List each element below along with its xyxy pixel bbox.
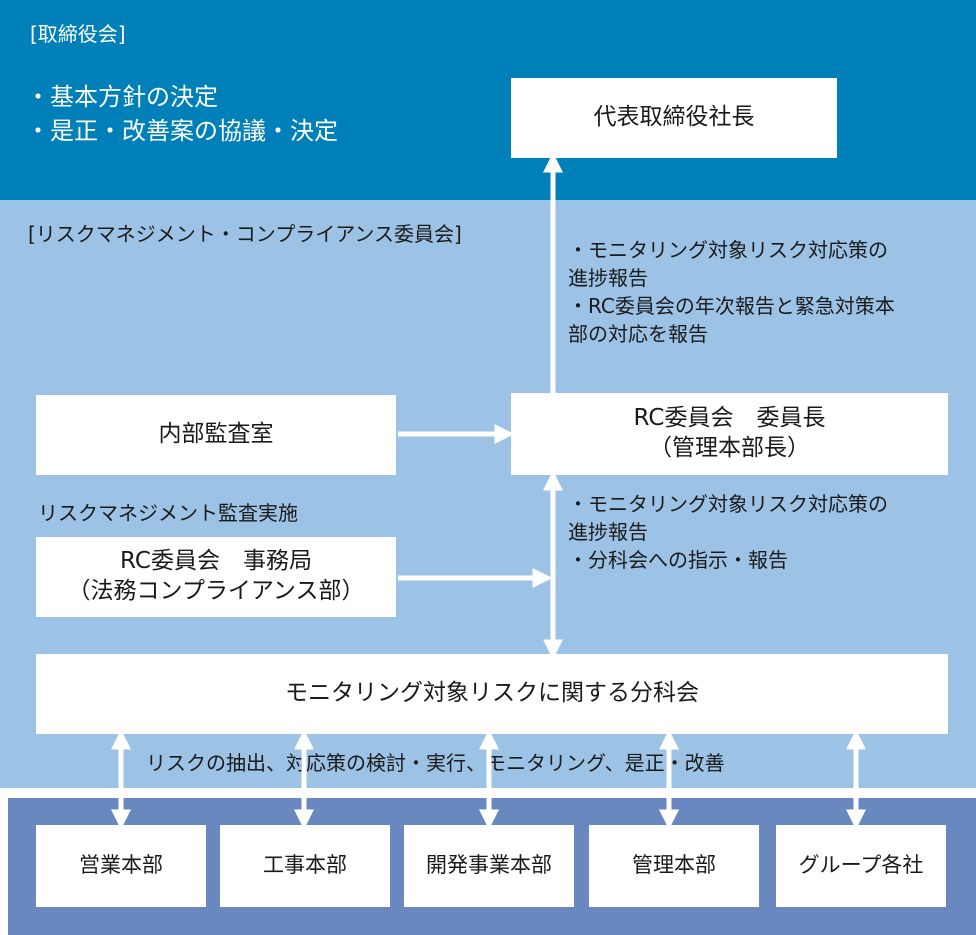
rc-secretariat-box: RC委員会 事務局 （法務コンプライアンス部） [36, 537, 396, 617]
division-construction: 工事本部 [220, 825, 390, 907]
subcommittee-box: モニタリング対象リスクに関する分科会 [36, 654, 948, 734]
ceo-box: 代表取締役社長 [511, 78, 837, 158]
rc-chair-subtitle: （管理本部長） [649, 435, 810, 461]
board-bullet: ・是正・改善案の協議・決定 [26, 117, 338, 145]
division-development: 開発事業本部 [404, 825, 574, 907]
rc-secretariat-subtitle: （法務コンプライアンス部） [67, 578, 365, 604]
internal-audit-box: 内部監査室 [36, 395, 396, 475]
report-line: 進捗報告 [568, 266, 648, 290]
board-bullets: ・基本方針の決定 ・是正・改善案の協議・決定 [26, 80, 338, 148]
rc-committee-title: [リスクマネジメント・コンプライアンス委員会] [28, 222, 462, 246]
rc-chair-box: RC委員会 委員長 （管理本部長） [511, 393, 948, 475]
report-line: ・分科会への指示・報告 [568, 548, 788, 572]
report-line: ・RC委員会の年次報告と緊急対策本 [568, 294, 895, 318]
report-line: ・モニタリング対象リスク対応策の [568, 238, 888, 262]
lower-report-text: ・モニタリング対象リスク対応策の 進捗報告 ・分科会への指示・報告 [568, 490, 888, 574]
activity-label: リスクの抽出、対応策の検討・実行、モニタリング、是正・改善 [146, 751, 725, 775]
report-line: 部の対応を報告 [568, 322, 708, 346]
rc-chair-title: RC委員会 委員長 [633, 405, 826, 432]
report-line: 進捗報告 [568, 520, 648, 544]
board-title: [取締役会] [30, 22, 126, 46]
upper-report-text: ・モニタリング対象リスク対応策の 進捗報告 ・RC委員会の年次報告と緊急対策本 … [568, 236, 895, 348]
division-group: グループ各社 [776, 825, 946, 907]
board-bullet: ・基本方針の決定 [26, 83, 218, 111]
division-management: 管理本部 [589, 825, 759, 907]
audit-label: リスクマネジメント監査実施 [38, 501, 298, 525]
division-sales: 営業本部 [36, 825, 206, 907]
rc-secretariat-title: RC委員会 事務局 [120, 548, 312, 575]
report-line: ・モニタリング対象リスク対応策の [568, 492, 888, 516]
